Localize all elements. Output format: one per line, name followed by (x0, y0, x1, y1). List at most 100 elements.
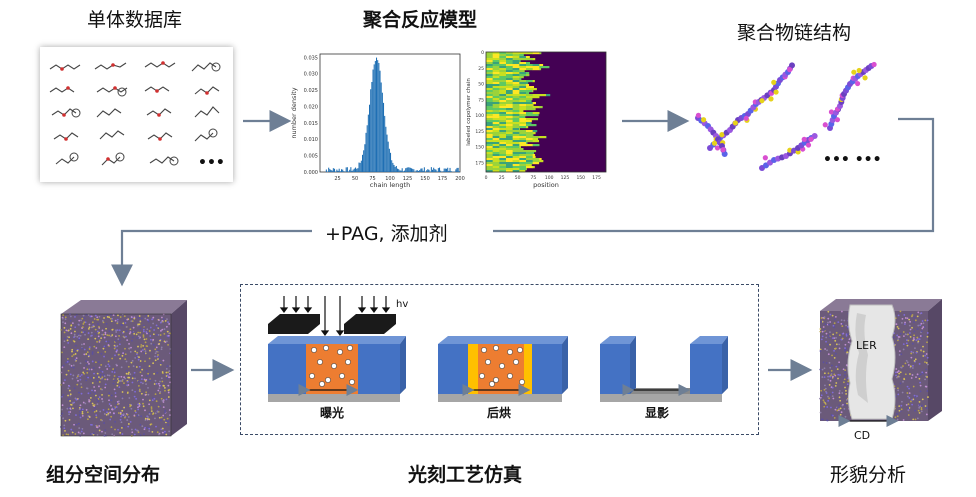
heatmap-cell (512, 156, 520, 159)
atom-dot (89, 433, 92, 436)
heatmap-cell (526, 80, 533, 83)
atom-dot (115, 363, 118, 366)
histogram-bar (400, 170, 402, 172)
atom-dot (168, 388, 171, 391)
heatmap-cell (499, 154, 507, 157)
atom-dot (150, 340, 153, 342)
heatmap-cell (506, 106, 513, 109)
atom-dot (839, 374, 841, 376)
atom-dot (98, 325, 100, 328)
heatmap-ylabel: labeled copolymer chain (466, 78, 472, 146)
heatmap-cell (519, 134, 527, 137)
atom-dot (165, 340, 168, 343)
heatmap-cell (519, 102, 527, 105)
atom-dot (68, 389, 71, 392)
atom-dot (160, 320, 163, 323)
atom-dot (124, 415, 127, 418)
atom-dot (82, 323, 85, 325)
atom-dot (78, 319, 81, 322)
atom-dot (135, 397, 138, 400)
heatmap-cell (526, 82, 529, 85)
atom-dot (902, 365, 904, 367)
heatmap-cell (486, 144, 493, 147)
histogram-bar (413, 169, 415, 172)
atom-dot (98, 429, 101, 432)
atom-dot (97, 351, 99, 354)
atom-dot (113, 375, 116, 377)
atom-dot (147, 372, 150, 375)
atom-dot (114, 395, 117, 398)
atom-dot (103, 375, 106, 378)
heatmap-cell (532, 156, 536, 159)
atom-dot (838, 334, 841, 336)
atom-dot (111, 370, 114, 373)
heatmap-cell (506, 126, 513, 129)
atom-dot (114, 345, 117, 348)
atom-dot (825, 332, 828, 335)
heatmap-cell (486, 60, 493, 63)
atom-dot (118, 329, 121, 332)
atom-dot (917, 311, 920, 314)
atom-dot (94, 314, 97, 317)
histogram-bar (353, 168, 355, 172)
heatmap-cell (499, 160, 507, 163)
atom-dot (845, 389, 847, 392)
atom-dot (833, 416, 836, 419)
atom-dot (131, 320, 134, 323)
atom-dot (117, 314, 119, 317)
atom-dot (129, 331, 132, 334)
atom-dot (122, 330, 125, 333)
histogram-bar (415, 170, 417, 172)
atom-dot (75, 423, 78, 426)
heatmap-cell (512, 112, 520, 115)
heatmap-cell (486, 106, 493, 109)
heatmap-cell (486, 112, 493, 115)
atom-dot (148, 413, 151, 415)
development-block (600, 336, 728, 402)
atom-dot (846, 383, 849, 386)
photoacid-dot (349, 379, 355, 385)
heatmap-cell (492, 118, 500, 121)
side-group-atom (822, 122, 828, 128)
atom-dot (103, 413, 106, 415)
atom-dot (78, 414, 81, 416)
atom-dot (103, 422, 106, 424)
side-group-atom (759, 98, 765, 104)
heatmap-cell (519, 166, 527, 169)
atom-dot (829, 366, 832, 369)
atom-dot (832, 333, 835, 336)
atom-dot (158, 384, 161, 387)
heatmap-cell (519, 72, 527, 75)
atom-dot (119, 418, 122, 421)
histogram-bar (365, 132, 367, 172)
atom-dot (917, 340, 920, 343)
heatmap-cell (499, 84, 507, 87)
atom-dot (93, 386, 96, 388)
atom-dot (144, 394, 147, 396)
atom-dot (101, 398, 103, 400)
atom-dot (841, 322, 844, 325)
monomer-molecule (94, 62, 127, 70)
heatmap-cell (532, 112, 540, 115)
heatmap-cell (532, 160, 540, 163)
atom-dot (904, 362, 907, 365)
atom-dot (64, 429, 66, 432)
monomer-molecule (96, 87, 128, 93)
atom-dot (64, 322, 67, 325)
atom-dot (86, 351, 89, 354)
atom-dot (162, 359, 165, 362)
heatmap-cell (532, 94, 540, 97)
atom-dot (164, 409, 167, 412)
atom-dot (902, 380, 904, 383)
atom-dot (844, 347, 846, 349)
histogram-bar (383, 102, 385, 172)
atom-dot (112, 412, 115, 414)
atom-dot (98, 425, 101, 427)
atom-dot (125, 369, 128, 372)
atom-dot (61, 366, 64, 369)
heatmap-cell (499, 140, 507, 143)
atom-dot (141, 368, 144, 371)
atom-dot (81, 408, 84, 411)
atom-dot (144, 350, 147, 353)
monomer-molecule (96, 108, 122, 118)
